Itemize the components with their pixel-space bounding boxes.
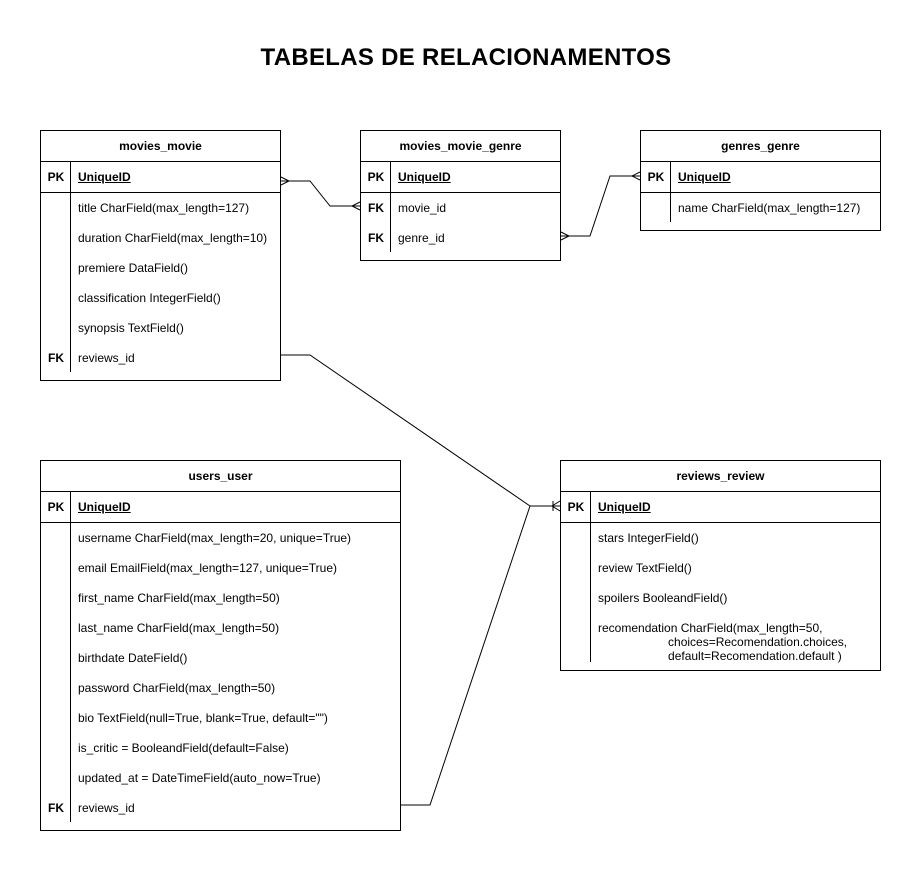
connector-movie-to-movie-genre [281,180,360,207]
pk-label: PK [567,500,585,514]
field-name: name CharField(max_length=127) [678,201,861,215]
field-row[interactable]: updated_at = DateTimeField(auto_now=True… [41,763,400,793]
fk-row[interactable]: FK genre_id [361,223,560,253]
table-name: reviews_review [561,461,880,492]
field-review: review TextField() [598,561,692,575]
fk-label: FK [368,201,384,215]
field-updated-at: updated_at = DateTimeField(auto_now=True… [78,771,321,785]
pk-label: PK [47,170,65,184]
fk-label: FK [48,351,64,365]
pk-field: UniqueID [678,170,731,184]
pk-label: PK [47,500,65,514]
table-users-user[interactable]: users_user PK UniqueID username CharFiel… [40,460,401,831]
fk-row[interactable]: FK reviews_id [41,343,280,373]
field-row[interactable]: email EmailField(max_length=127, unique=… [41,553,400,583]
crowfoot-icon [280,176,291,186]
pk-field: UniqueID [398,170,451,184]
field-first-name: first_name CharField(max_length=50) [78,591,280,605]
field-movie-id: movie_id [398,201,447,215]
field-stars: stars IntegerField() [598,531,699,545]
field-recomendation: recomendation CharField(max_length=50, c… [598,621,848,663]
crowfoot-icon [630,171,641,181]
table-name: movies_movie_genre [361,131,560,162]
field-row[interactable]: premiere DataField() [41,253,280,283]
pk-label: PK [367,170,385,184]
table-movies-movie[interactable]: movies_movie PK UniqueID title CharField… [40,130,281,381]
fk-label: FK [368,231,384,245]
field-duration: duration CharField(max_length=10) [78,231,268,245]
field-last-name: last_name CharField(max_length=50) [78,621,280,635]
pk-field: UniqueID [598,500,651,514]
field-bio: bio TextField(null=True, blank=True, def… [78,711,328,725]
field-password: password CharField(max_length=50) [78,681,276,695]
table-name: movies_movie [41,131,280,162]
field-spoilers: spoilers BooleandField() [598,591,728,605]
table-movies-movie-genre[interactable]: movies_movie_genre PK UniqueID FK movie_… [360,130,561,261]
field-title: title CharField(max_length=127) [78,201,250,215]
field-row[interactable]: name CharField(max_length=127) [641,193,880,223]
pk-label: PK [647,170,665,184]
field-row[interactable]: password CharField(max_length=50) [41,673,400,703]
field-premiere: premiere DataField() [78,261,189,275]
field-reviews-id: reviews_id [78,351,135,365]
field-row[interactable]: title CharField(max_length=127) [41,193,280,223]
field-row[interactable]: last_name CharField(max_length=50) [41,613,400,643]
field-row[interactable]: bio TextField(null=True, blank=True, def… [41,703,400,733]
diagram-title: TABELAS DE RELACIONAMENTOS [260,44,672,71]
table-genres-genre[interactable]: genres_genre PK UniqueID name CharField(… [640,130,881,231]
table-name: genres_genre [641,131,880,162]
connector-user-to-review [401,505,531,806]
fk-row[interactable]: FK reviews_id [41,793,400,823]
crowfoot-icon [551,500,561,512]
field-row[interactable]: first_name CharField(max_length=50) [41,583,400,613]
field-email: email EmailField(max_length=127, unique=… [78,561,338,575]
crowfoot-icon [560,231,571,241]
field-classification: classification IntegerField() [78,291,221,305]
pk-row[interactable]: PK UniqueID [41,492,400,523]
pk-row[interactable]: PK UniqueID [41,162,280,193]
field-reviews-id: reviews_id [78,801,135,815]
field-row[interactable]: birthdate DateField() [41,643,400,673]
field-row[interactable]: synopsis TextField() [41,313,280,343]
field-row[interactable]: is_critic = BooleandField(default=False) [41,733,400,763]
table-reviews-review[interactable]: reviews_review PK UniqueID stars Integer… [560,460,881,671]
field-genre-id: genre_id [398,231,445,245]
pk-field: UniqueID [78,500,131,514]
field-row[interactable]: recomendation CharField(max_length=50, c… [561,613,880,663]
field-row[interactable]: classification IntegerField() [41,283,280,313]
crowfoot-icon [350,201,361,211]
pk-row[interactable]: PK UniqueID [561,492,880,523]
pk-row[interactable]: PK UniqueID [641,162,880,193]
field-row[interactable]: review TextField() [561,553,880,583]
fk-row[interactable]: FK movie_id [361,193,560,223]
table-name: users_user [41,461,400,492]
field-synopsis: synopsis TextField() [78,321,184,335]
field-is-critic: is_critic = BooleandField(default=False) [78,741,289,755]
field-row[interactable]: duration CharField(max_length=10) [41,223,280,253]
field-row[interactable]: spoilers BooleandField() [561,583,880,613]
pk-row[interactable]: PK UniqueID [361,162,560,193]
pk-field: UniqueID [78,170,131,184]
field-row[interactable]: username CharField(max_length=20, unique… [41,523,400,553]
field-row[interactable]: stars IntegerField() [561,523,880,553]
field-username: username CharField(max_length=20, unique… [78,531,352,545]
fk-label: FK [48,801,64,815]
field-birthdate: birthdate DateField() [78,651,188,665]
connector-genre-to-movie-genre [561,175,640,237]
